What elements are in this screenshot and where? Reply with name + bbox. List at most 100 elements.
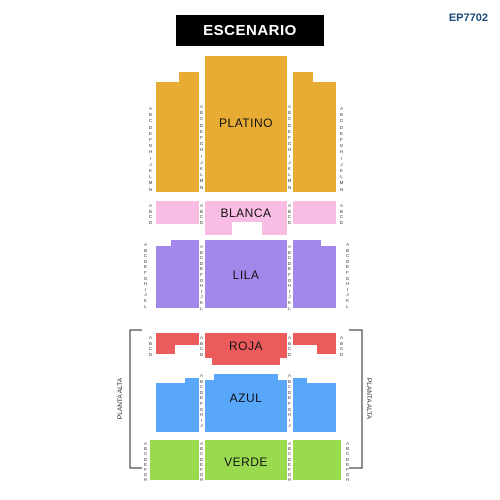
row-letter: F — [200, 271, 203, 277]
row-letter: B — [287, 340, 291, 346]
row-letter: I — [200, 417, 203, 423]
row-letter: G — [199, 406, 204, 412]
section-lila[interactable] — [156, 240, 336, 308]
roja-right-block — [293, 333, 336, 354]
row-letter: F — [288, 467, 291, 473]
row-letter: B — [199, 110, 203, 116]
label-verde: VERDE — [224, 455, 268, 469]
row-letter: H — [287, 412, 292, 418]
row-letter: D — [199, 122, 204, 128]
row-letter: I — [288, 417, 291, 423]
row-letter: H — [287, 477, 292, 483]
row-letter: E — [287, 266, 291, 272]
row-letter: B — [345, 247, 349, 253]
row-letter: A — [143, 242, 147, 247]
row-letter: L — [144, 303, 147, 309]
row-letter: E — [143, 461, 147, 467]
row-letter: D — [339, 219, 344, 225]
row-letter: A — [339, 203, 343, 208]
row-letter: G — [345, 472, 350, 478]
row-letter: C — [287, 346, 292, 351]
row-letter: D — [199, 260, 204, 266]
row-letter: K — [143, 297, 147, 303]
row-letter: F — [288, 271, 291, 277]
row-letter: H — [345, 477, 350, 483]
row-letter: A — [199, 373, 203, 378]
row-letter: C — [199, 384, 204, 390]
section-verde[interactable] — [150, 440, 341, 480]
row-letter: D — [148, 124, 153, 130]
row-letter: K — [199, 299, 203, 305]
row-letter: B — [199, 340, 203, 346]
row-letter: K — [148, 168, 152, 174]
label-blanca: BLANCA — [220, 206, 272, 220]
row-letter: J — [288, 423, 291, 429]
row-letter: H — [199, 147, 204, 153]
row-letter: G — [345, 275, 350, 281]
azul-right-block — [293, 378, 336, 432]
row-letter: B — [339, 208, 343, 214]
row-letter: A — [199, 244, 203, 249]
row-letter: I — [288, 288, 291, 294]
row-letter: D — [143, 456, 148, 462]
row-letter: J — [200, 294, 203, 300]
label-lila: LILA — [232, 268, 260, 282]
row-letter: C — [143, 253, 148, 259]
row-letter: A — [148, 203, 152, 208]
row-letter: H — [199, 477, 204, 483]
row-letter: H — [287, 283, 292, 289]
row-letter: B — [287, 208, 291, 214]
row-letter: B — [199, 208, 203, 214]
row-letter: I — [346, 286, 349, 292]
row-letter: G — [287, 472, 292, 478]
row-letter: C — [345, 451, 350, 457]
row-letter: D — [148, 351, 153, 357]
section-platino[interactable] — [156, 56, 336, 192]
label-azul: AZUL — [229, 391, 263, 405]
stage-label: ESCENARIO — [176, 15, 324, 46]
row-letter: L — [288, 305, 291, 311]
row-letter: J — [340, 161, 343, 167]
row-letter: A — [345, 441, 349, 446]
row-letter: F — [144, 467, 147, 473]
section-blanca[interactable] — [156, 201, 336, 235]
row-letter: L — [346, 303, 349, 309]
row-letter: E — [339, 130, 343, 136]
row-letter: C — [339, 346, 344, 351]
row-letter: B — [199, 249, 203, 255]
row-letter: B — [148, 340, 152, 346]
row-letter: N — [287, 184, 292, 190]
row-letter: F — [288, 400, 291, 406]
row-letter: K — [339, 168, 343, 174]
row-letter: J — [288, 294, 291, 300]
row-letter: C — [199, 214, 204, 219]
row-letter: A — [199, 203, 203, 208]
row-letter: H — [345, 281, 350, 287]
event-code: EP7702 — [448, 12, 488, 24]
row-letter: C — [148, 214, 153, 219]
row-letter: D — [287, 351, 292, 357]
row-letter: C — [199, 255, 204, 261]
section-roja[interactable] — [156, 333, 336, 365]
row-letter: M — [287, 178, 292, 184]
row-letter: J — [288, 159, 291, 165]
row-letter: B — [148, 208, 152, 214]
row-letter: D — [287, 389, 292, 395]
azul-center-block — [205, 374, 287, 432]
row-letter: E — [345, 461, 349, 467]
row-letter: A — [148, 335, 152, 340]
section-azul[interactable] — [156, 374, 336, 432]
row-letter: D — [143, 258, 148, 264]
row-letter: G — [199, 277, 204, 283]
row-letter: F — [288, 135, 291, 141]
lila-left-block — [156, 240, 199, 308]
